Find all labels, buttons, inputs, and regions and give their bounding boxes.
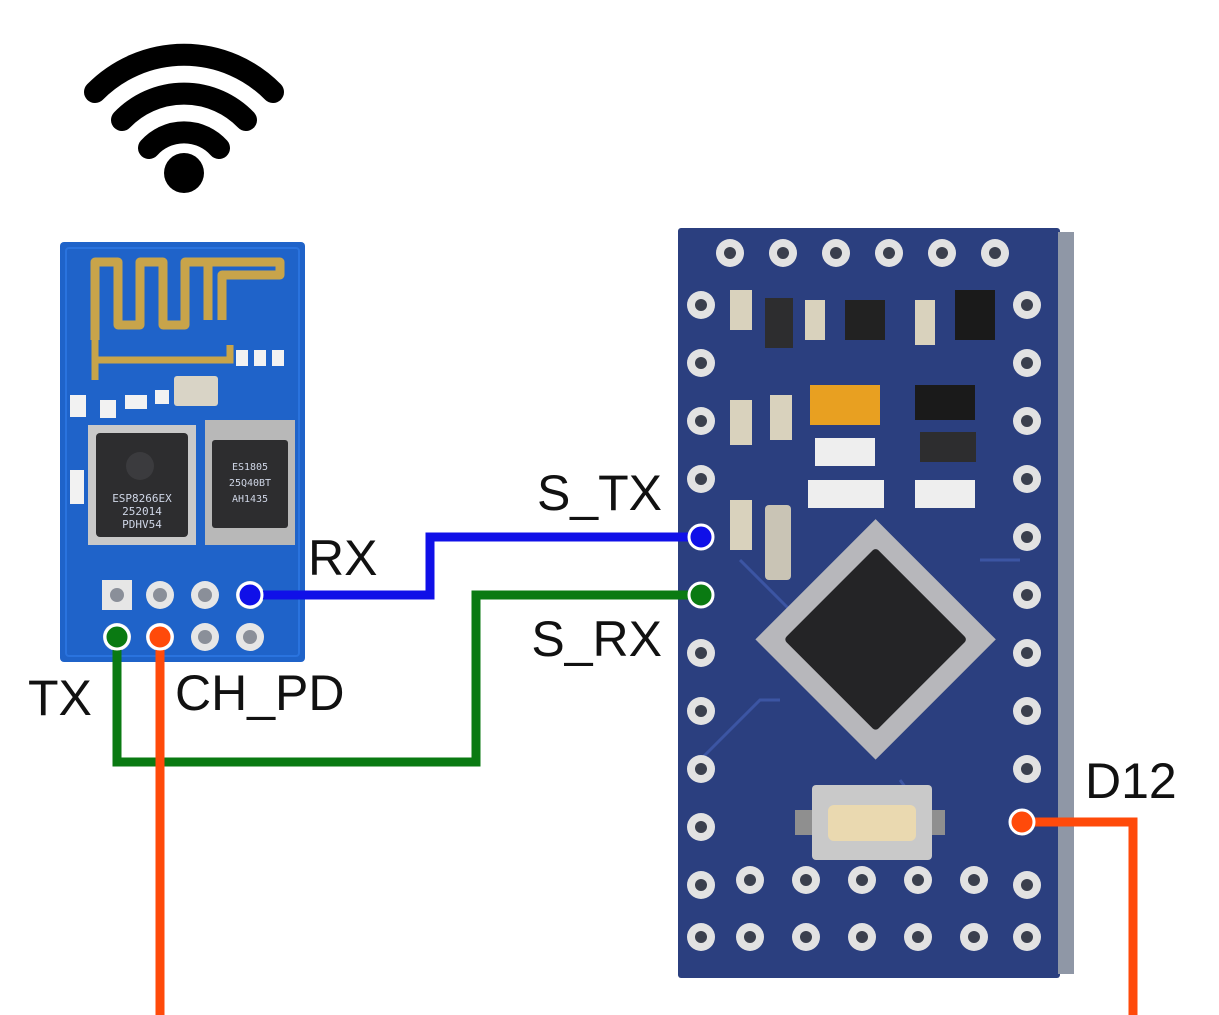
wire-endpoints xyxy=(103,523,1036,836)
esp01-module: ESP8266EX 252014 PDHV54 ES1805 25Q40BT A… xyxy=(60,242,305,662)
label-s-rx: S_RX xyxy=(531,611,662,667)
wifi-icon xyxy=(84,43,284,193)
dot-esp-tx xyxy=(103,623,131,651)
wire-rx xyxy=(250,532,701,600)
reset-button xyxy=(795,785,945,860)
esp-chip-line2: 252014 xyxy=(122,505,162,518)
flash-chip: ES1805 25Q40BT AH1435 xyxy=(205,420,295,545)
flash-chip-line1: ES1805 xyxy=(232,462,268,473)
label-rx: RX xyxy=(308,530,377,586)
flash-chip-line2: 25Q40BT xyxy=(229,478,271,489)
pin-labels: RX TX CH_PD S_TX S_RX D12 xyxy=(28,465,1177,809)
dot-esp-ch-pd xyxy=(146,623,174,651)
esp-chip-line1: ESP8266EX xyxy=(112,492,172,505)
dot-arduino-s-rx xyxy=(687,581,715,609)
dot-arduino-s-tx xyxy=(687,523,715,551)
esp-chip-line3: PDHV54 xyxy=(122,518,162,531)
antenna-trace xyxy=(90,257,285,340)
arduino-pro-mini xyxy=(678,228,1074,978)
arduino-pins xyxy=(687,239,1041,951)
esp8266-chip: ESP8266EX 252014 PDHV54 xyxy=(88,425,196,545)
dot-arduino-d12 xyxy=(1008,808,1036,836)
wire-tx xyxy=(112,590,701,767)
flash-chip-line3: AH1435 xyxy=(232,494,268,505)
label-ch-pd: CH_PD xyxy=(175,665,344,721)
label-tx: TX xyxy=(28,670,92,726)
dot-esp-rx xyxy=(236,581,264,609)
wires xyxy=(112,532,1138,1015)
wire-d12 xyxy=(1022,817,1138,1015)
label-s-tx: S_TX xyxy=(537,465,662,521)
label-d12: D12 xyxy=(1085,753,1177,809)
